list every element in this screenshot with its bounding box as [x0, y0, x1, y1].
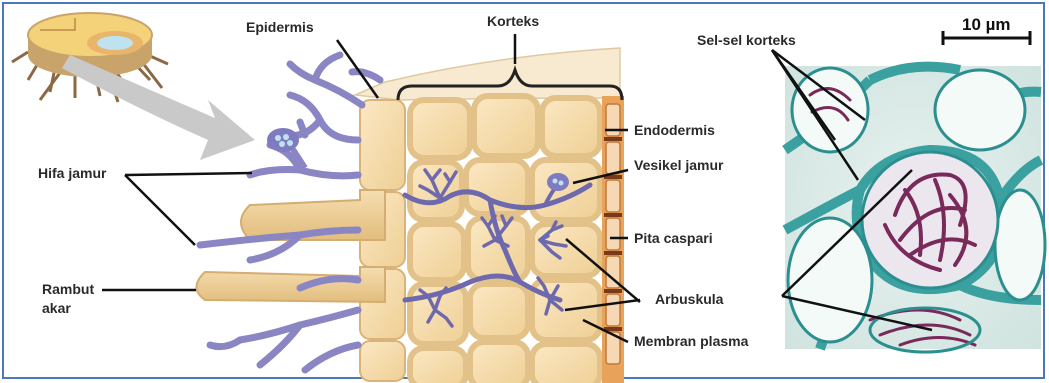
scale-bar-label: 10 µm	[962, 15, 1011, 34]
label-vesikel-jamur: Vesikel jamur	[634, 157, 724, 173]
label-endodermis: Endodermis	[634, 122, 715, 138]
scale-bar: 10 µm	[943, 15, 1030, 45]
label-membran-plasma: Membran plasma	[634, 333, 749, 349]
label-rambut-akar-1: Rambut	[42, 281, 94, 297]
label-sel-sel-korteks: Sel-sel korteks	[697, 32, 796, 48]
zoom-arrow-icon	[62, 55, 255, 160]
endodermis-layer	[602, 96, 624, 383]
label-epidermis: Epidermis	[246, 19, 314, 35]
label-korteks: Korteks	[487, 13, 539, 29]
label-hifa-jamur: Hifa jamur	[38, 165, 107, 181]
label-rambut-akar-2: akar	[42, 300, 71, 316]
root-top-surface	[355, 48, 620, 100]
cortex-cells	[410, 96, 600, 383]
micrograph-image	[785, 66, 1045, 352]
label-arbuskula: Arbuskula	[655, 291, 724, 307]
label-pita-caspari: Pita caspari	[634, 230, 713, 246]
